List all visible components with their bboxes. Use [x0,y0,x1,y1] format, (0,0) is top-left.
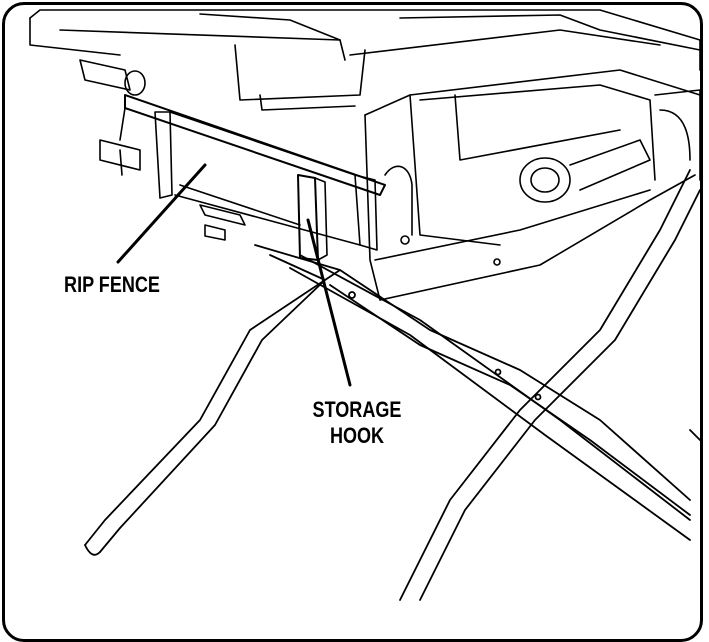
table-saw-stand-illustration [0,0,709,602]
storage-hook [298,175,327,260]
stand-legs [85,170,700,600]
storage-hook-label-line2: HOOK [304,423,411,449]
rip-fence-rail [80,60,385,195]
rip-fence-leader [118,165,205,262]
rip-fence-label: RIP FENCE [48,272,176,298]
storage-hook-leader [308,220,350,385]
rip-fence-body [100,112,377,250]
storage-hook-label-line1: STORAGE [304,397,411,423]
saw-table-top [30,10,700,110]
storage-hook-label: STORAGE HOOK [302,397,412,449]
saw-motor-housing [365,70,700,300]
